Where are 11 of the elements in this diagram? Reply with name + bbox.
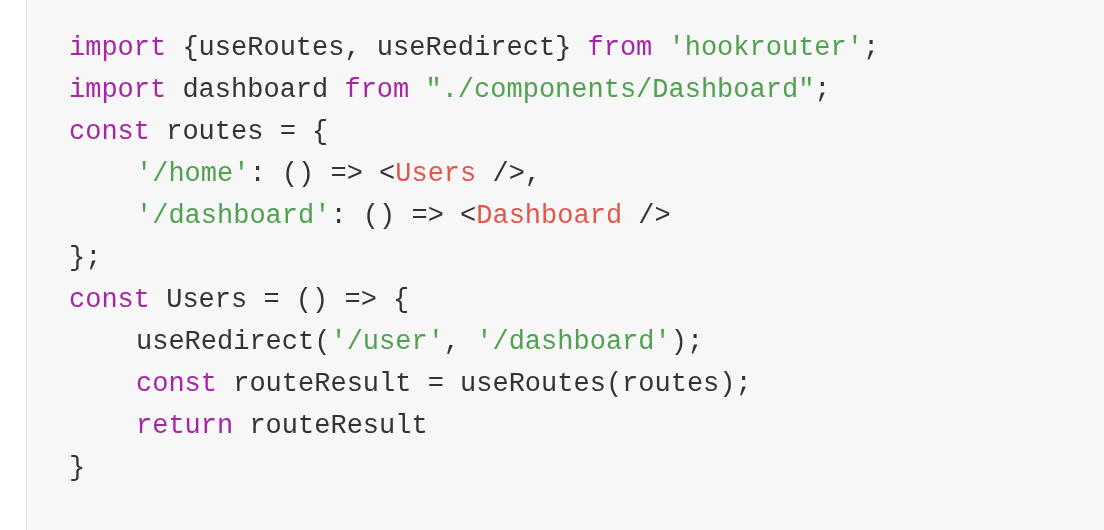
code-line: const routes = { <box>69 116 329 148</box>
code-line: import dashboard from "./components/Dashboard"; <box>69 74 831 106</box>
code-line: return routeResult <box>136 410 428 442</box>
code-line: '/dashboard': () => <Dashboard /> <box>136 200 671 232</box>
code-line: const Users = () => { <box>69 284 410 316</box>
code-line: }; <box>69 242 102 274</box>
code-line: import {useRoutes, useRedirect} from 'hookrouter'; <box>69 32 880 64</box>
code-line: '/home': () => <Users />, <box>136 158 542 190</box>
code-line: const routeResult = useRoutes(routes); <box>136 368 752 400</box>
code-line: useRedirect('/user', '/dashboard'); <box>136 326 704 358</box>
code-line: } <box>69 452 86 484</box>
